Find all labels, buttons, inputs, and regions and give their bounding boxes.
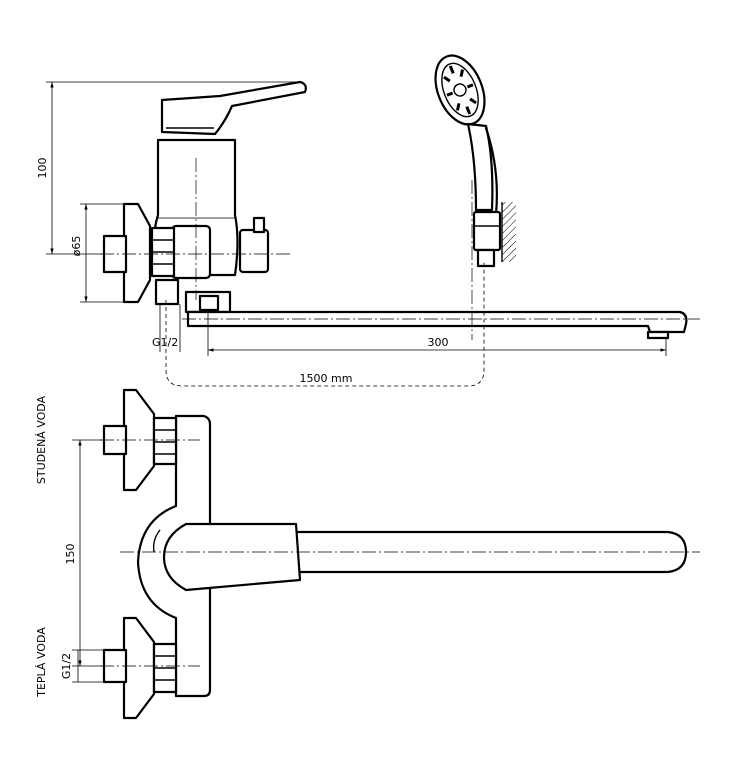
lever-handle xyxy=(160,80,307,136)
lever-top xyxy=(162,522,302,592)
spout-length-value: 300 xyxy=(428,336,449,349)
wall-flange-side xyxy=(122,202,152,304)
dim-thread-bottom: G1/2 xyxy=(60,649,104,683)
dim-flange-diameter: ø65 xyxy=(70,203,124,303)
diverter-knob xyxy=(238,228,270,274)
hose-length-value: 1500 mm xyxy=(300,372,353,385)
dim-spout-length: 300 xyxy=(207,312,667,356)
dim-height: 100 xyxy=(36,81,300,255)
hot-inlet-flange xyxy=(122,616,156,720)
hose-path xyxy=(165,262,485,387)
flange-diameter-value: ø65 xyxy=(70,236,83,257)
side-view: 100 ø65 G1/2 300 1500 mm xyxy=(36,54,700,387)
hand-shower xyxy=(434,54,516,268)
inlet-spacing-value: 150 xyxy=(64,544,77,565)
inlet-nut xyxy=(170,224,212,280)
top-view: 150 G1/2 STUDENÁ VODA TEPLÁ VODA xyxy=(35,388,700,720)
thread-bottom-value: G1/2 xyxy=(60,653,73,679)
hot-water-label: TEPLÁ VODA xyxy=(35,627,48,698)
wall-hatch xyxy=(502,202,516,262)
height-value: 100 xyxy=(36,158,49,179)
dim-thread-top: G1/2 xyxy=(152,304,181,352)
thread-top-value: G1/2 xyxy=(152,336,178,349)
dim-inlet-spacing: 150 xyxy=(64,439,104,667)
spout-side xyxy=(186,310,688,334)
cold-water-label: STUDENÁ VODA xyxy=(35,395,48,484)
